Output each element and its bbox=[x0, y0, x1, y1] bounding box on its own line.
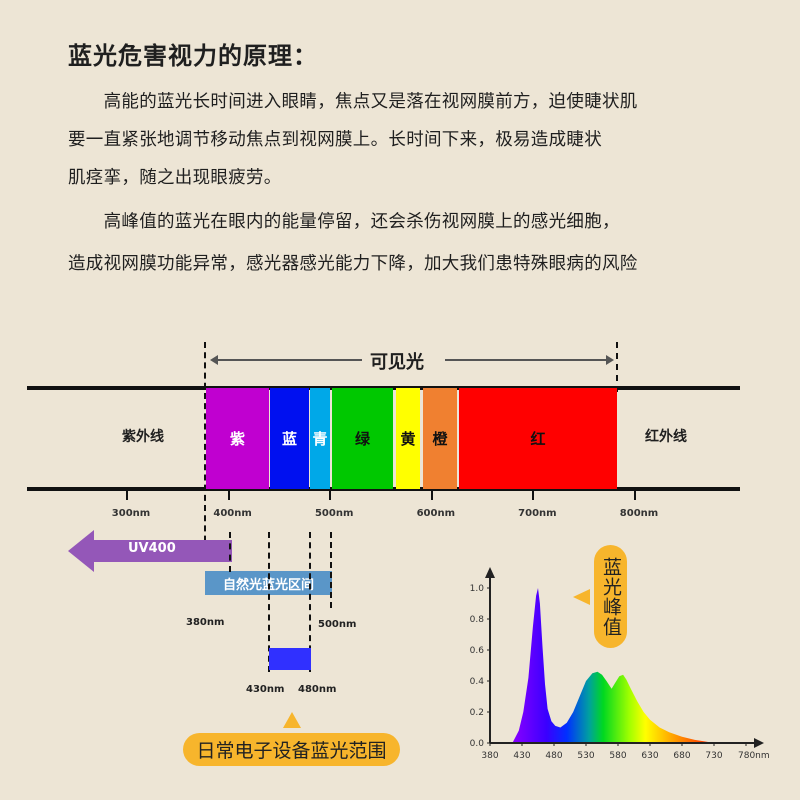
band-5: 橙 bbox=[423, 388, 457, 489]
device-blue-callout: 日常电子设备蓝光范围 bbox=[183, 733, 400, 766]
visible-light-label: 可见光 bbox=[370, 352, 424, 373]
paragraph-line: 高能的蓝光长时间进入眼睛，焦点又是落在视网膜前方，迫使睫状肌 bbox=[68, 92, 638, 112]
y-tick-label: 0.8 bbox=[470, 615, 485, 625]
label-500nm: 500nm bbox=[318, 619, 357, 630]
band-6: 红 bbox=[459, 388, 617, 489]
dashed-line-500 bbox=[330, 532, 332, 608]
tick-mark bbox=[532, 490, 535, 500]
y-tick-label: 0.4 bbox=[470, 677, 485, 687]
x-tick-label: 730 bbox=[705, 751, 722, 761]
tick-mark bbox=[430, 490, 433, 500]
visible-arrow-right bbox=[445, 359, 610, 361]
label-480nm: 480nm bbox=[298, 684, 337, 695]
dashed-line-480 bbox=[309, 532, 311, 672]
y-tick-label: 1.0 bbox=[470, 584, 485, 594]
paragraph-line: 高峰值的蓝光在眼内的能量停留，还会杀伤视网膜上的感光细胞， bbox=[68, 212, 620, 232]
x-tick-label: 580 bbox=[609, 751, 626, 761]
paragraph-line: 造成视网膜功能异常，感光器感光能力下降，加大我们患特殊眼病的风险 bbox=[68, 254, 638, 274]
label-430nm: 430nm bbox=[246, 684, 285, 695]
y-tick-label: 0.2 bbox=[470, 708, 484, 718]
y-axis-arrow-icon bbox=[485, 567, 495, 578]
tick-mark bbox=[227, 490, 230, 500]
band-0: 紫 bbox=[206, 388, 269, 489]
x-tick-label: 380 bbox=[481, 751, 498, 761]
visible-arrow-left bbox=[212, 359, 362, 361]
tick-label: 300nm bbox=[111, 508, 151, 519]
page-title: 蓝光危害视力的原理： bbox=[68, 42, 318, 70]
band-1: 蓝 bbox=[270, 388, 309, 489]
triangle-left-icon bbox=[573, 589, 590, 605]
triangle-up-icon bbox=[283, 712, 301, 728]
blue-peak-callout: 蓝光峰值 bbox=[594, 545, 627, 648]
band-3: 绿 bbox=[332, 388, 393, 489]
tick-mark bbox=[126, 490, 128, 500]
uv-label: 紫外线 bbox=[122, 429, 164, 445]
tick-label: 700nm bbox=[518, 508, 557, 519]
x-tick-label: 630 bbox=[641, 751, 658, 761]
arrowhead-right-icon bbox=[606, 355, 614, 365]
y-tick-label: 0.0 bbox=[470, 739, 485, 749]
dashed-line-400 bbox=[229, 532, 231, 572]
x-tick-label: 480 bbox=[545, 751, 562, 761]
ir-label: 红外线 bbox=[645, 429, 687, 445]
dashed-line-780 bbox=[616, 342, 618, 392]
tick-label: 500nm bbox=[314, 508, 354, 519]
tick-label: 600nm bbox=[416, 508, 456, 519]
x-tick-label: 680 bbox=[673, 751, 690, 761]
tick-label: 800nm bbox=[619, 508, 659, 519]
led-spectrum-chart: 380 430 480 530 580 630 680 730 780nm 0.0 0.2 0.4 0.… bbox=[470, 567, 770, 761]
arrowhead-left-icon bbox=[210, 355, 218, 365]
tick-mark bbox=[634, 490, 636, 500]
label-380nm: 380nm bbox=[186, 617, 225, 628]
dashed-line-430 bbox=[268, 532, 270, 672]
x-tick-label: 530 bbox=[577, 751, 594, 761]
paragraph-line: 要一直紧张地调节移动焦点到视网膜上。长时间下来，极易造成睫状 bbox=[68, 130, 602, 150]
device-blue-range-bar bbox=[269, 648, 311, 670]
tick-mark bbox=[329, 490, 332, 500]
x-axis-arrow-icon bbox=[754, 738, 764, 748]
x-tick-label: 430 bbox=[513, 751, 530, 761]
y-tick-label: 0.6 bbox=[470, 646, 485, 656]
x-tick-label: 780nm bbox=[738, 751, 770, 761]
band-2: 青 bbox=[310, 388, 330, 489]
uv400-label: UV400 bbox=[128, 541, 176, 556]
dashed-line-380 bbox=[204, 342, 206, 562]
paragraph-line: 肌痉挛，随之出现眼疲劳。 bbox=[68, 168, 282, 188]
uv400-arrow bbox=[68, 530, 232, 572]
tick-label: 400nm bbox=[213, 508, 252, 519]
spectrum-area bbox=[512, 588, 714, 743]
band-4: 黄 bbox=[396, 388, 420, 489]
spectrum-bottom-line bbox=[27, 487, 740, 491]
